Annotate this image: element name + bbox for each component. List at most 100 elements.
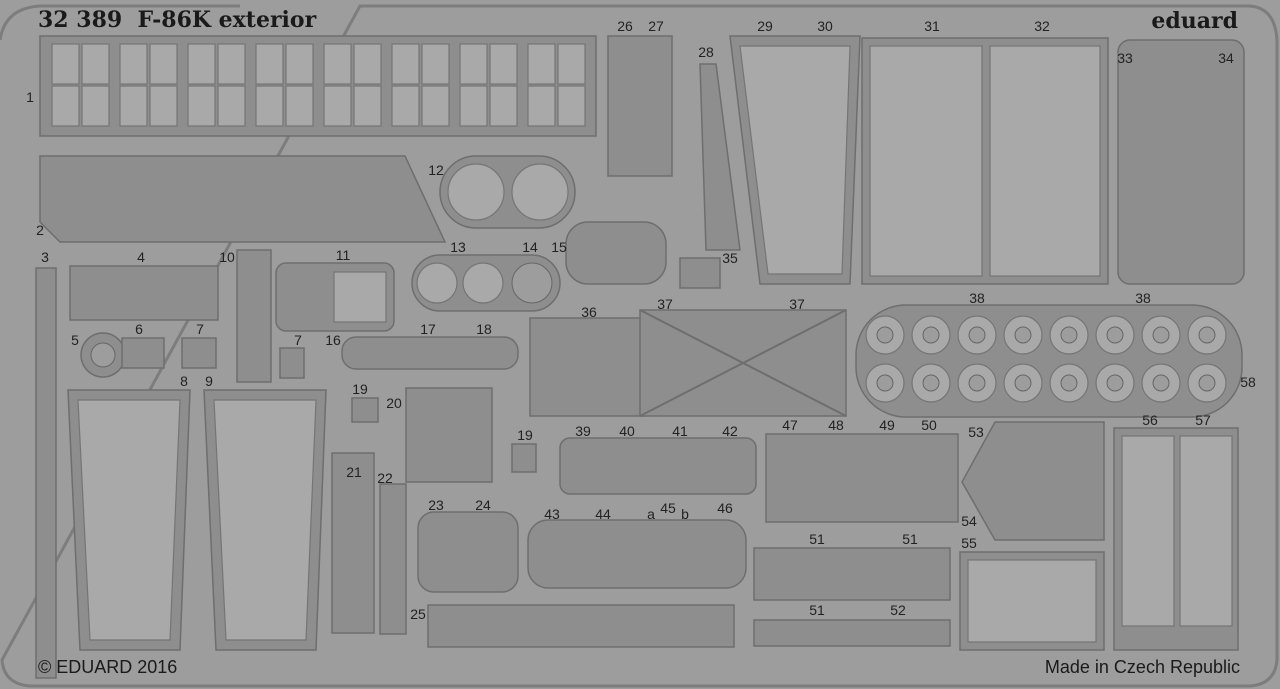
part-22	[379, 483, 407, 635]
part-36	[529, 317, 647, 417]
part-label: 47	[782, 417, 798, 433]
part-label: 18	[476, 321, 492, 337]
part-label: 34	[1218, 50, 1234, 66]
part-label: 43	[544, 506, 560, 522]
part-label: 55	[961, 535, 977, 551]
part-label: 25	[410, 606, 426, 622]
part-label: 49	[879, 417, 895, 433]
part-1-subpanel	[255, 43, 284, 85]
part-label: 16	[325, 332, 341, 348]
part-label: 7	[294, 332, 302, 348]
part-1-subpanel	[119, 43, 148, 85]
part-label: 23	[428, 497, 444, 513]
part-label: 5	[71, 332, 79, 348]
part-53-54	[961, 421, 1105, 541]
part-label: 4	[137, 249, 145, 265]
part-label: 29	[757, 18, 773, 34]
part-7a	[181, 337, 217, 369]
part-label: 13	[450, 239, 466, 255]
part-label: 2	[36, 222, 44, 238]
part-1-subpanel	[285, 43, 314, 85]
part-label: 21	[346, 464, 362, 480]
fret-frame	[0, 4, 1279, 688]
part-label: 15	[551, 239, 567, 255]
part-1-subpanel	[119, 85, 148, 127]
part-20	[405, 387, 493, 483]
part-1-subpanel	[187, 85, 216, 127]
part-label: 1	[26, 89, 34, 105]
part-19b	[511, 443, 537, 473]
part-label: a	[647, 506, 655, 522]
brand-logo: eduard	[1151, 8, 1238, 34]
part-1-subpanel	[323, 43, 352, 85]
part-label: 12	[428, 162, 444, 178]
part-label: 28	[698, 44, 714, 60]
part-1-subpanel	[421, 43, 450, 85]
part-1-subpanel	[51, 85, 80, 127]
part-label: 57	[1195, 412, 1211, 428]
part-47-50	[765, 433, 959, 523]
part-label: 38	[1135, 290, 1151, 306]
part-label: 50	[921, 417, 937, 433]
part-28	[699, 63, 741, 251]
part-1-subpanel	[149, 43, 178, 85]
part-label: 8	[180, 373, 188, 389]
part-1-subpanel	[353, 85, 382, 127]
part-51a	[753, 547, 951, 601]
part-1-subpanel	[459, 43, 488, 85]
part-label: 51	[809, 602, 825, 618]
part-label: 39	[575, 423, 591, 439]
part-label: 52	[890, 602, 906, 618]
part-1-subpanel	[527, 43, 556, 85]
part-1-subpanel	[149, 85, 178, 127]
part-25	[427, 604, 735, 648]
part-1-subpanel	[489, 85, 518, 127]
part-label: 33	[1117, 50, 1133, 66]
part-label: 26	[617, 18, 633, 34]
part-label: 14	[522, 239, 538, 255]
part-33-34	[1117, 39, 1245, 285]
part-1-subpanel	[81, 85, 110, 127]
part-1-subpanel	[285, 85, 314, 127]
part-7b	[279, 347, 305, 379]
part-16-18	[341, 336, 519, 370]
part-label: 9	[205, 373, 213, 389]
part-label: 58	[1240, 374, 1256, 390]
part-label: 24	[475, 497, 491, 513]
part-label: 51	[809, 531, 825, 547]
part-1-subpanel	[527, 85, 556, 127]
part-label: 11	[336, 247, 351, 263]
part-1-subpanel	[217, 85, 246, 127]
part-label: 19	[352, 381, 368, 397]
part-label: 19	[517, 427, 533, 443]
part-1-subpanel	[557, 85, 586, 127]
part-label: 31	[924, 18, 940, 34]
part-label: 30	[817, 18, 833, 34]
part-1-subpanel	[323, 85, 352, 127]
part-label: 32	[1034, 18, 1050, 34]
part-21	[331, 452, 375, 634]
part-label: 53	[968, 424, 984, 440]
part-1-subpanel	[391, 43, 420, 85]
part-1-subpanel	[421, 85, 450, 127]
part-label: b	[681, 506, 689, 522]
fret-title: 32 389 F-86K exterior	[38, 7, 317, 33]
part-label: 6	[135, 321, 143, 337]
part-label: 40	[619, 423, 635, 439]
part-1-subpanel	[255, 85, 284, 127]
part-6	[121, 337, 165, 369]
copyright-text: © EDUARD 2016	[38, 657, 177, 677]
part-label: 38	[969, 290, 985, 306]
part-1-subpanel	[187, 43, 216, 85]
part-1-subpanel	[217, 43, 246, 85]
part-label: 10	[219, 249, 235, 265]
origin-text: Made in Czech Republic	[1045, 657, 1240, 677]
part-1-subpanel	[489, 43, 518, 85]
part-3	[35, 267, 57, 679]
part-label: 46	[717, 500, 733, 516]
part-26-27	[607, 35, 673, 177]
part-1-subpanel	[557, 43, 586, 85]
part-39-42	[559, 437, 757, 495]
part-label: 51	[902, 531, 918, 547]
